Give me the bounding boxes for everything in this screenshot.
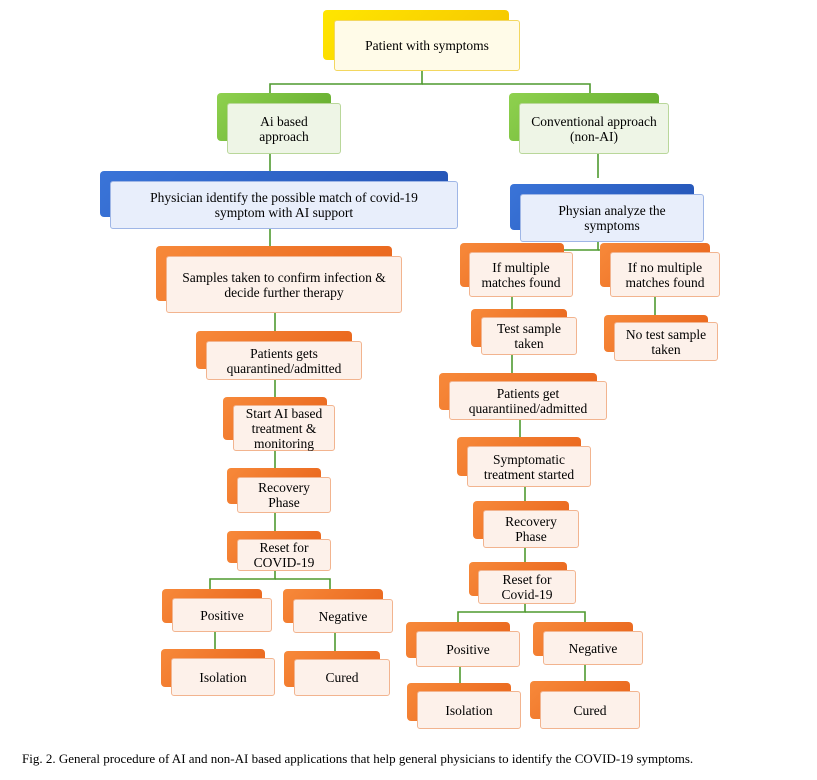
ai-quarantine-node: Patients gets quarantined/admitted bbox=[206, 341, 362, 380]
conv-reset-node: Reset for Covid-19 bbox=[478, 570, 576, 604]
connector-conv-reset-positive bbox=[457, 604, 526, 622]
ai-reset-node: Reset for COVID-19 bbox=[237, 539, 331, 571]
conv-cured-node: Cured bbox=[540, 691, 640, 729]
conv-positive-node: Positive bbox=[416, 631, 520, 667]
connector-root-conv bbox=[422, 83, 591, 93]
ai-positive-node: Positive bbox=[172, 598, 272, 632]
ai-cured-node: Cured bbox=[294, 659, 390, 696]
connector-ai-reset-positive bbox=[209, 571, 276, 589]
connector-conv-reset-negative bbox=[525, 611, 586, 622]
ai-recovery-node: Recovery Phase bbox=[237, 477, 331, 513]
ai-negative-node: Negative bbox=[293, 599, 393, 633]
figure-caption: Fig. 2. General procedure of AI and non-… bbox=[22, 751, 694, 766]
root-node: Patient with symptoms bbox=[334, 20, 520, 71]
ai-isolation-node: Isolation bbox=[171, 658, 275, 696]
connector-ai-reset-negative bbox=[275, 578, 331, 589]
ai-samples-node: Samples taken to confirm infection & dec… bbox=[166, 256, 402, 313]
conventional-approach-node: Conventional approach (non-AI) bbox=[519, 103, 669, 154]
conv-negative-node: Negative bbox=[543, 631, 643, 665]
conv-no-test-node: No test sample taken bbox=[614, 322, 718, 361]
ai-physician-node: Physician identify the possible match of… bbox=[110, 181, 458, 229]
ai-treatment-node: Start AI based treatment & monitoring bbox=[233, 405, 335, 451]
connector-root-ai bbox=[269, 70, 423, 93]
conv-no-multiple-node: If no multiple matches found bbox=[610, 252, 720, 297]
conv-recovery-node: Recovery Phase bbox=[483, 510, 579, 548]
conv-physician-node: Physian analyze the symptoms bbox=[520, 194, 704, 242]
ai-approach-node: Ai based approach bbox=[227, 103, 341, 154]
conv-multiple-node: If multiple matches found bbox=[469, 252, 573, 297]
conv-symptomatic-node: Symptomatic treatment started bbox=[467, 446, 591, 487]
conv-test-sample-node: Test sample taken bbox=[481, 317, 577, 355]
conv-isolation-node: Isolation bbox=[417, 691, 521, 729]
conv-quarantine-node: Patients get quarantiined/admitted bbox=[449, 381, 607, 420]
